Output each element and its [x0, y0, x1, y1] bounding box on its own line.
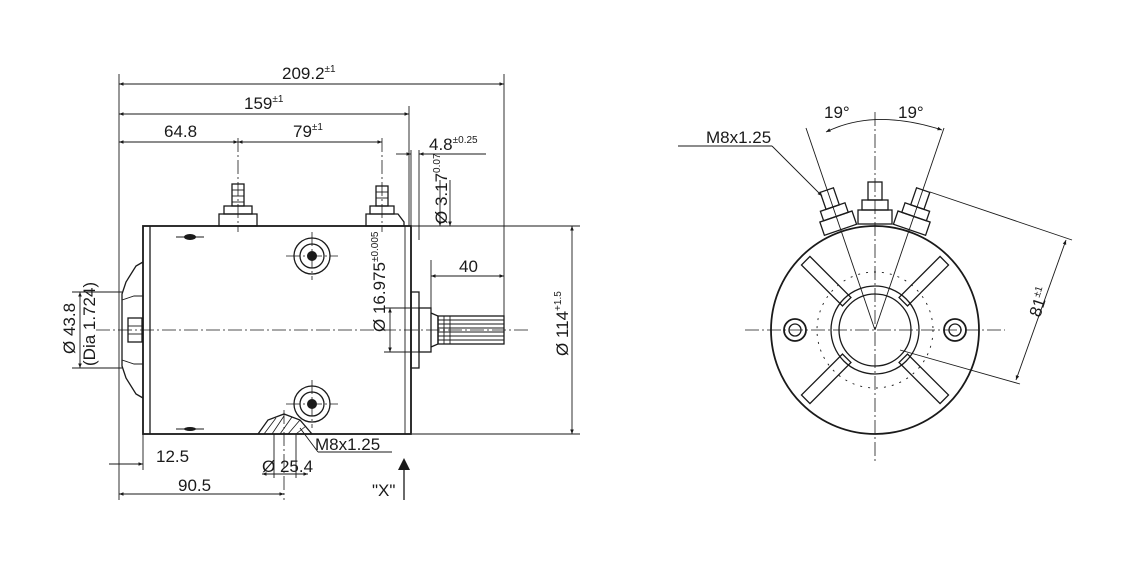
- rear-offset-label: 12.5: [156, 447, 189, 466]
- angle-left-label: 19°: [824, 103, 850, 122]
- body-hole-lower: [286, 380, 338, 428]
- body-hole-upper: [286, 232, 338, 280]
- terminal-height-dimension: [899, 191, 1073, 385]
- rear-diameter-label: Ø 43.8: [60, 303, 79, 354]
- terminal-1: [218, 138, 258, 232]
- angle-dimension: [805, 119, 945, 331]
- first-terminal-label: 64.8: [164, 122, 197, 141]
- side-view: 209.2±1 159±1 64.8 79±1 4.8±0.25 Ø 3.170…: [60, 64, 580, 500]
- body-marks: [176, 234, 204, 431]
- end-hole-right: [943, 318, 967, 342]
- dimension-lines: [78, 82, 574, 496]
- view-x-arrow: [398, 458, 410, 500]
- mount-diameter-label: Ø 25.4: [262, 457, 313, 476]
- view-x-label: "X": [372, 481, 395, 500]
- end-terminal-center: [857, 181, 893, 225]
- angle-right-label: 19°: [898, 103, 924, 122]
- terminal-spacing-label: 79±1: [293, 122, 323, 141]
- mount-position-label: 90.5: [178, 476, 211, 495]
- end-terminal-thread-label: M8x1.25: [706, 128, 771, 147]
- flange-thickness-label: 4.8±0.25: [429, 135, 478, 154]
- shaft-pilot-label: Ø 3.170.07: [432, 153, 451, 224]
- spline-length-label: 40: [459, 257, 478, 276]
- end-hole-left: [783, 318, 807, 342]
- terminal-to-shaft-label: 159±1: [244, 94, 284, 113]
- mount-boss-section: [257, 410, 313, 500]
- end-view: 19° 19° M8x1.25 81±1: [678, 103, 1073, 462]
- terminal-2: [365, 138, 405, 232]
- terminal-height-label: 81±1: [1026, 284, 1053, 319]
- mount-thread-label: M8x1.25: [315, 435, 380, 454]
- rear-diameter-inch-label: (Dia 1.724): [80, 282, 99, 366]
- pilot-diameter-label: Ø 16.975±0.005: [370, 231, 389, 332]
- body-diameter-label: Ø 114+1.5: [553, 291, 572, 356]
- end-ribs: [800, 255, 950, 405]
- overall-length-label: 209.2±1: [282, 64, 336, 83]
- end-hub-outer: [830, 285, 920, 375]
